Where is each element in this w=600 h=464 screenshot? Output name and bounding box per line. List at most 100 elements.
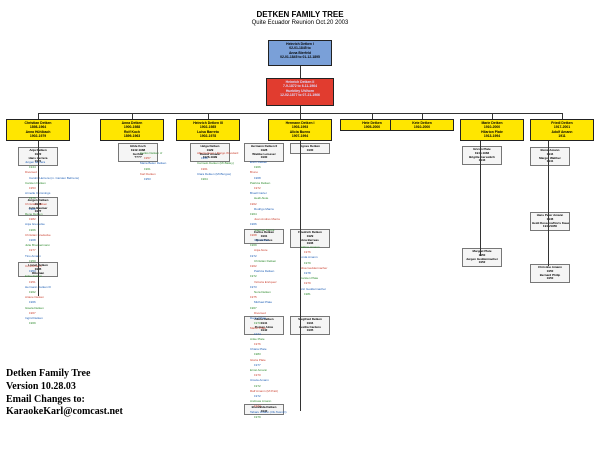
footer-notes: Detken Family Tree Version 10.28.03 Emai… bbox=[6, 368, 123, 419]
footer-email-link[interactable]: KaraokeKarl@comcast.net bbox=[6, 406, 123, 418]
descendant-entry: Andreas Amann bbox=[250, 399, 272, 404]
descendant-entry: Nora Detken bbox=[254, 290, 271, 294]
descendant-entry: 1966 bbox=[29, 300, 36, 305]
descendant-entry: 1962 bbox=[250, 264, 257, 268]
descendant-entry: 1966 bbox=[254, 165, 261, 170]
descendant-entry: 1969 bbox=[250, 243, 257, 248]
descendant-entry: Martin Plate bbox=[250, 326, 267, 331]
descendant-entry: Rodrigo Marca bbox=[254, 206, 274, 211]
descendant-entry: Linda Amann bbox=[300, 255, 318, 260]
descendant-entry: Carmelo Detken (Mr.Bailey) bbox=[197, 161, 234, 166]
descendant-entry: 1982 bbox=[29, 217, 36, 222]
descendant-entry: Ingrid Detken bbox=[25, 316, 43, 320]
descendant-entry: 1974 bbox=[254, 331, 261, 336]
descendant-entry: 1972 bbox=[250, 274, 257, 279]
descendant-entry: Alisa Geddermacher bbox=[300, 265, 328, 270]
descendant-entry: Cora Amann bbox=[25, 264, 42, 268]
descendant-entry: Maria Belen Detken bbox=[140, 161, 167, 166]
descendant-entry: Carolin Herrera (m. Carsten Behrens) bbox=[29, 175, 80, 180]
descendant-entry: 1983 bbox=[254, 352, 261, 357]
descendant-entry: Sabine Amann bbox=[300, 245, 320, 249]
footer-line-2: Version 10.28.03 bbox=[6, 380, 76, 392]
page-title: DETKEN FAMILY TREE bbox=[256, 10, 344, 19]
descendant-entry: Ernst Amann bbox=[250, 368, 268, 372]
descendant-entry: 1981 bbox=[304, 291, 311, 296]
descendant-entry: 1977 bbox=[254, 362, 261, 367]
descendant-entry: Christian Detken bbox=[25, 201, 48, 206]
descendant-entry: 1944 bbox=[29, 165, 36, 170]
descendant-entry: Carsten Detken bbox=[25, 180, 46, 185]
descendant-entry: Erika Detken bbox=[25, 274, 43, 279]
descendant-entry: 1979 bbox=[304, 281, 311, 286]
descendant-entry: Erich Detken bbox=[250, 160, 268, 164]
descendant-entry: 1950 bbox=[29, 258, 36, 263]
descendant-entry: Jurgen Herrera bbox=[25, 160, 46, 164]
descendant-entry: Ralf Amann (M.Pratt) bbox=[250, 388, 279, 393]
descendant-entry: 1979 bbox=[304, 260, 311, 265]
descendant-entry: 1970 bbox=[254, 321, 261, 326]
descendant-entry: Christian Gredecke bbox=[25, 232, 51, 237]
descendant-entry: 1964 bbox=[201, 177, 208, 181]
descendant-entry: Karl Detken bbox=[140, 171, 156, 176]
descendant-entry: Daniel Plate bbox=[250, 316, 267, 320]
descendant-entry: 1972 bbox=[250, 253, 257, 258]
descendant-entry: Bruno bbox=[250, 170, 259, 175]
descendant-entry: 1959 bbox=[201, 156, 208, 161]
descendant-entry: 1966 bbox=[250, 222, 257, 227]
descendant-entry: 1962 bbox=[29, 290, 36, 294]
descendant-entry: 1967 bbox=[29, 310, 36, 315]
descendant-entry: Heidi Alote bbox=[254, 196, 269, 201]
descendant-entry: Diversed bbox=[254, 310, 266, 315]
descendant-entry: 1975 bbox=[250, 295, 257, 300]
footer-line-1: Detken Family Tree bbox=[6, 368, 91, 379]
descendant-entry: Patricia Detken bbox=[250, 180, 271, 185]
descendant-entry: Anja Gredecke bbox=[25, 222, 45, 227]
descendant-entry: 1976 bbox=[254, 342, 261, 346]
descendant-entry: Michael Plate bbox=[254, 300, 273, 305]
descendant-entry: Clara Detken (Mr.Burgos) bbox=[197, 171, 232, 176]
descendant-entry: 1968 bbox=[29, 238, 36, 242]
descendant-entry: 1953 bbox=[144, 177, 151, 181]
descendant-entry: Ariane Detken bbox=[25, 295, 45, 300]
descendant-entry: Ingrid Alote bbox=[254, 238, 270, 242]
descendant-entry: Victoria Enriquez bbox=[254, 279, 277, 284]
descendant-entry: Anja Alote bbox=[254, 248, 268, 253]
descendant-entry: Patricia Detken bbox=[254, 269, 275, 274]
descendant-entry: 1969 bbox=[29, 321, 36, 326]
descendant-entry: Ursula Amann bbox=[250, 378, 269, 383]
descendant-entry: 1970 bbox=[254, 373, 261, 378]
descendant-entry: 1980 bbox=[29, 206, 36, 211]
descendant-entry: 1964 bbox=[250, 212, 257, 216]
descendant-entry: Christian Detken bbox=[254, 258, 277, 263]
descendant-entry: Carlos Detken Jr bbox=[140, 151, 163, 155]
descendant-entry: 1974 bbox=[254, 404, 261, 409]
footer-line-3: Email Changes to: bbox=[6, 393, 85, 405]
descendant-entry: 1957 bbox=[144, 156, 151, 161]
descendant-entry: Gisela Detken bbox=[25, 305, 44, 310]
descendant-entry: 1951 bbox=[29, 279, 36, 284]
descendant-entry: Tabaru Amann (Ok.Tesmirt) bbox=[250, 409, 287, 414]
descendant-entry: 1972 bbox=[254, 383, 261, 388]
descendant-entry: Diversed bbox=[25, 170, 37, 175]
descendant-entry: 1961 bbox=[201, 166, 208, 171]
descendant-entry: Julie Brookermann bbox=[25, 243, 51, 248]
